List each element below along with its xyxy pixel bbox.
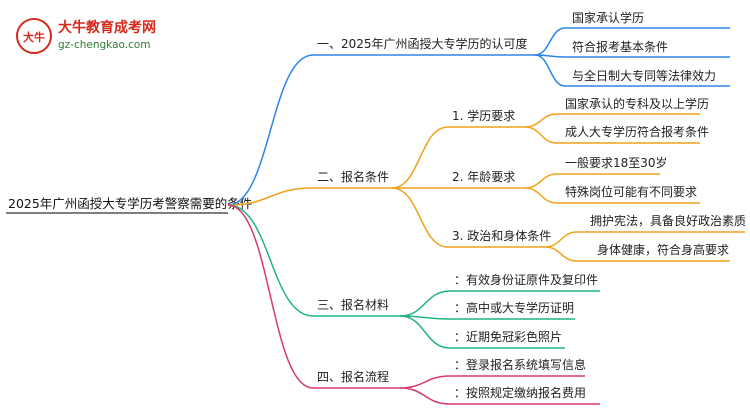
branch-2-sub-1-leaf-1: 国家承认的专科及以上学历 (565, 96, 709, 111)
branch-3-leaf-1: ：有效身份证原件及复印件 (454, 272, 598, 287)
branch-1-label: 一、2025年广州函授大专学历的认可度 (317, 36, 528, 51)
branch-1-leaf-1: 国家承认学历 (572, 10, 644, 25)
logo-badge-icon (16, 18, 52, 54)
branch-2-sub-2: 2. 年龄要求 (452, 170, 515, 184)
branch-3-leaf-2: ：高中或大专学历证明 (454, 300, 574, 315)
link-root-branch-1 (227, 54, 314, 206)
link-branch-3-leaf-1 (399, 290, 451, 317)
link-branch-1-leaf-3 (534, 54, 566, 87)
branch-2-sub-2-leaf-1: 一般要求18至30岁 (565, 155, 668, 170)
link-branch-2-sub-3 (391, 187, 449, 248)
link-branch-2-sub-1-leaf-1 (524, 113, 558, 128)
branch-2-sub-3: 3. 政治和身体条件 (452, 228, 551, 243)
link-branch-2-sub-2-leaf-1 (524, 173, 558, 189)
link-branch-2-sub-3-leaf-2 (544, 246, 578, 262)
link-branch-2-sub-2-leaf-2 (524, 187, 558, 204)
logo-badge-text: 大牛 (23, 30, 45, 44)
branch-3-label: 三、报名材料 (317, 297, 389, 312)
link-branch-4-leaf-1 (399, 375, 451, 389)
link-root-branch-3 (227, 204, 314, 317)
link-root-branch-2 (227, 187, 314, 206)
branch-4-leaf-1: ：登录报名系统填写信息 (454, 357, 586, 372)
link-branch-3-leaf-3 (399, 315, 451, 349)
branch-3-leaf-3: ：近期免冠彩色照片 (454, 329, 562, 344)
link-branch-4-leaf-2 (399, 387, 451, 405)
link-root-branch-4 (227, 204, 314, 389)
connector-lines (227, 27, 745, 405)
branch-2-sub-3-leaf-1: 拥护宪法，具备良好政治素质 (590, 213, 746, 228)
branch-2-label: 二、报名条件 (317, 169, 389, 184)
branch-2-sub-1-leaf-2: 成人大专学历符合报考条件 (565, 124, 709, 139)
logo-title: 大牛教育成考网 (58, 19, 156, 36)
branch-2-sub-1: 1. 学历要求 (452, 108, 515, 123)
branch-4-leaf-2: ：按照规定缴纳报名费用 (454, 385, 586, 400)
site-logo[interactable]: 大牛 大牛教育成考网 gz-chengkao.com (16, 18, 156, 54)
branch-4-label: 四、报名流程 (317, 369, 389, 384)
link-branch-1-leaf-1 (534, 27, 566, 56)
branch-1-leaf-2: 符合报考基本条件 (572, 39, 668, 54)
branch-1-leaf-3: 与全日制大专同等法律效力 (572, 68, 716, 83)
link-branch-2-sub-1 (391, 126, 449, 189)
root-node: 2025年广州函授大专学历考警察需要的条件 (8, 196, 252, 211)
branch-2-sub-2-leaf-2: 特殊岗位可能有不同要求 (565, 184, 697, 199)
logo-url: gz-chengkao.com (58, 39, 151, 51)
link-branch-2-sub-1-leaf-2 (524, 126, 558, 144)
branch-2-sub-3-leaf-2: 身体健康，符合身高要求 (597, 242, 729, 257)
